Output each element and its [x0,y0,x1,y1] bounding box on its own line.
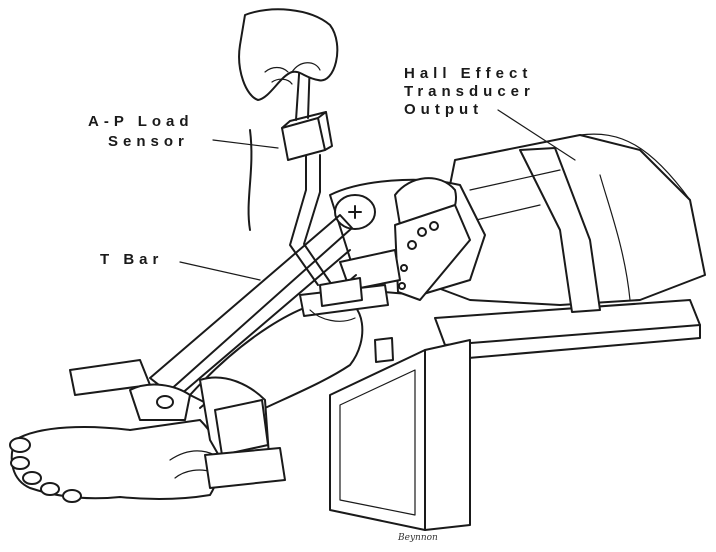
ankle-strap [69,359,286,489]
hand [238,8,339,231]
hall-effect-label-line1: Hall Effect [404,65,532,82]
t-bar-assembly [281,57,363,307]
artist-signature: Beynnon [397,533,438,543]
ap-load-label-line2: Sensor [108,133,189,150]
hall-effect-label-line2: Transducer [404,83,535,100]
t-bar-label: T Bar [100,251,163,268]
foot [9,419,222,503]
leader-lines [179,109,576,281]
thigh-cradle [429,133,706,313]
ap-load-label-line1: A-P Load [88,113,194,130]
hall-effect-label-line3: Output [404,101,483,118]
support-table [329,299,701,531]
